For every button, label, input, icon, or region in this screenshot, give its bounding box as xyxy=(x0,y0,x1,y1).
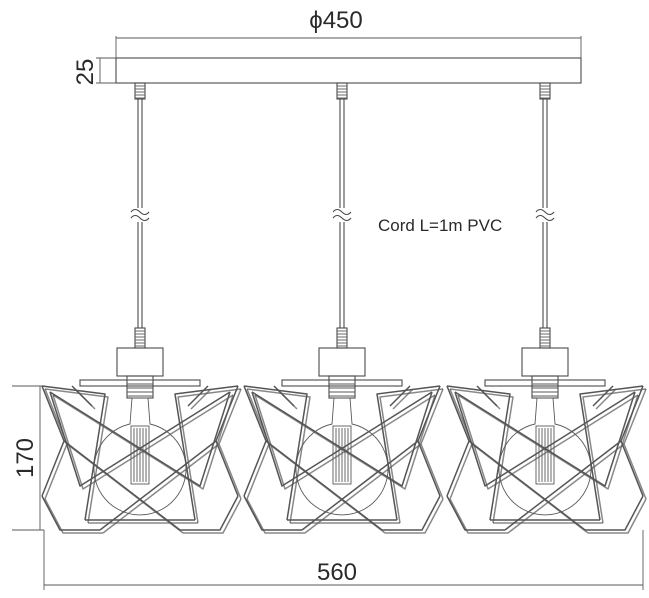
shade-wire xyxy=(74,388,96,410)
cord-break-symbol xyxy=(130,208,150,216)
lamp-holder-cup xyxy=(521,347,569,377)
canopy-diameter-label: ϕ450 xyxy=(309,7,362,34)
shade-wire xyxy=(595,388,617,410)
shade-wire xyxy=(454,391,636,487)
cord-grip-top xyxy=(134,82,146,100)
socket xyxy=(531,375,559,399)
shade-wire xyxy=(392,388,414,410)
shade-wire xyxy=(276,388,298,410)
canopy-height-label: 25 xyxy=(72,59,99,86)
shade-wire xyxy=(588,498,647,534)
shade-wire xyxy=(449,498,508,534)
shade-wire xyxy=(44,498,103,534)
pendant-middle xyxy=(243,82,444,534)
pendant-right xyxy=(446,82,647,534)
shade-wire xyxy=(471,443,589,534)
lamp-holder-cup xyxy=(318,347,366,377)
shade-wire xyxy=(504,440,622,531)
cord-note: Cord L=1m PVC xyxy=(378,216,502,235)
shade-wire xyxy=(243,495,302,531)
ceiling-canopy xyxy=(115,57,582,84)
shade-wire xyxy=(389,385,411,407)
shade-wire xyxy=(592,385,614,407)
shade-wire xyxy=(99,440,217,531)
shade-wire xyxy=(585,495,644,531)
total-width-label: 560 xyxy=(317,559,357,586)
shade-wire xyxy=(479,388,501,410)
shade-wire xyxy=(66,443,184,534)
shade-wire xyxy=(52,394,234,490)
cord-break-symbol xyxy=(535,208,555,216)
shade-wire xyxy=(301,440,419,531)
pendants-group xyxy=(41,82,647,534)
cord-grip-top xyxy=(336,82,348,100)
shade-wire xyxy=(52,394,234,490)
cord-grip-top xyxy=(539,82,551,100)
shade-wire xyxy=(41,495,100,531)
lamp-holder-cup xyxy=(116,347,164,377)
shade-top-plate xyxy=(79,379,201,387)
cord-break-symbol xyxy=(332,208,352,216)
socket xyxy=(328,375,356,399)
shade-wire xyxy=(446,495,505,531)
pendant-left xyxy=(41,82,242,534)
shade-wire xyxy=(254,394,436,490)
shade-wire xyxy=(187,385,209,407)
shade-wire xyxy=(102,443,220,534)
shade-wire xyxy=(49,391,231,487)
shade-height-dimension: 170 xyxy=(12,385,44,531)
shade-wire xyxy=(190,388,212,410)
shade-wire xyxy=(385,498,444,534)
shade-wire xyxy=(251,391,433,487)
shade-wire xyxy=(180,495,239,531)
shade-wire xyxy=(507,443,625,534)
shade-height-label: 170 xyxy=(12,438,39,478)
shade-wire xyxy=(49,391,231,487)
canopy-height-dimension: 25 xyxy=(72,57,116,86)
shade-wire xyxy=(457,394,639,490)
total-width-dimension: 560 xyxy=(43,530,644,590)
shade-wire xyxy=(268,443,386,534)
socket xyxy=(126,375,154,399)
canopy-diameter-dimension: ϕ450 xyxy=(115,7,582,58)
shade-wire xyxy=(246,498,305,534)
shade-wire xyxy=(183,498,242,534)
shade-wire xyxy=(457,394,639,490)
shade-wire xyxy=(251,391,433,487)
shade-wire xyxy=(254,394,436,490)
shade-wire xyxy=(304,443,422,534)
shade-wire xyxy=(454,391,636,487)
shade-wire xyxy=(382,495,441,531)
shade-top-plate xyxy=(484,379,606,387)
shade-top-plate xyxy=(281,379,403,387)
